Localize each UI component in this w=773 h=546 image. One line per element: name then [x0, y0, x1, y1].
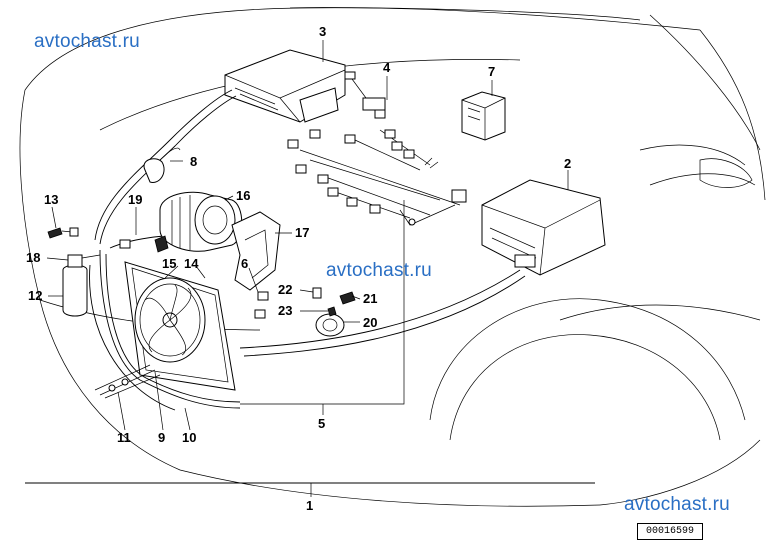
callout-20: 20 [363, 315, 377, 330]
callout-7: 7 [488, 64, 495, 79]
hose-fitting [143, 147, 181, 183]
watermark-center: avtochast.ru [326, 260, 432, 281]
callout-12: 12 [28, 288, 42, 303]
callout-8: 8 [190, 154, 197, 169]
pressure-valve [47, 227, 79, 239]
leader-lines [46, 40, 569, 497]
callout-21: 21 [363, 291, 377, 306]
watermark-bottom-right: avtochast.ru [624, 494, 730, 515]
callout-11: 11 [117, 430, 131, 445]
callout-15: 15 [162, 256, 176, 271]
callout-16: 16 [236, 188, 250, 203]
callout-14: 14 [184, 256, 199, 271]
callout-labels: 1 2 3 4 5 6 7 8 9 10 11 12 13 14 15 16 1… [26, 24, 571, 513]
condenser-fan-assembly [124, 261, 236, 391]
wiring-harness [287, 109, 467, 226]
ac-housing-right [481, 179, 606, 276]
callout-13: 13 [44, 192, 58, 207]
receiver-drier [62, 254, 101, 317]
callout-10: 10 [182, 430, 196, 445]
callout-6: 6 [241, 256, 248, 271]
callout-3: 3 [319, 24, 326, 39]
diagram-reference-code: 00016599 [637, 523, 703, 540]
pipe-clips [94, 364, 161, 399]
callout-4: 4 [383, 60, 391, 75]
callout-18: 18 [26, 250, 40, 265]
small-connectors [119, 239, 269, 319]
callout-2: 2 [564, 156, 571, 171]
watermark-top-left: avtochast.ru [34, 31, 140, 52]
car-body-outline [19, 7, 766, 507]
callout-19: 19 [128, 192, 142, 207]
callout-5: 5 [318, 416, 325, 431]
callout-23: 23 [278, 303, 292, 318]
pressure-switches [312, 287, 356, 337]
compressor-bracket [231, 211, 281, 291]
control-module [461, 91, 506, 141]
ac-housing-left [224, 49, 346, 123]
temp-sensor-assembly [344, 71, 386, 111]
callout-17: 17 [295, 225, 309, 240]
callout-9: 9 [158, 430, 165, 445]
ac-compressor [154, 191, 243, 253]
callout-1: 1 [306, 498, 313, 513]
callout-22: 22 [278, 282, 292, 297]
